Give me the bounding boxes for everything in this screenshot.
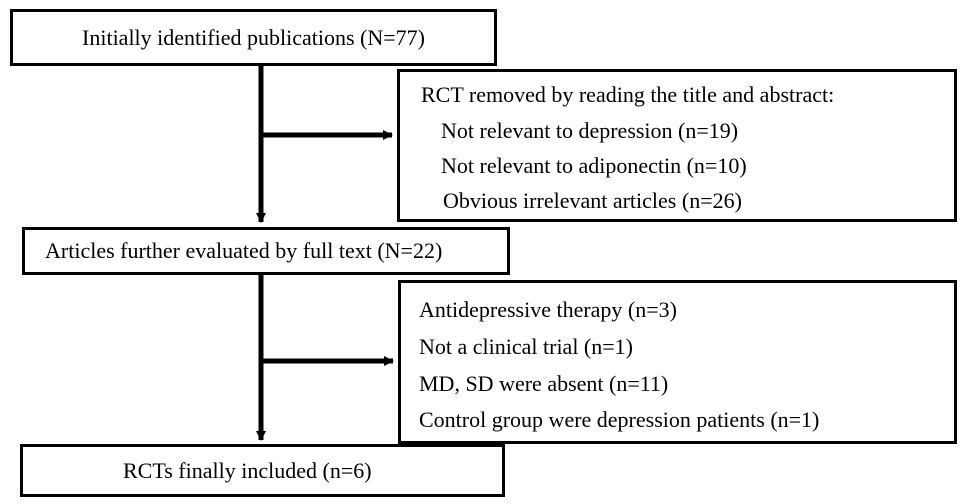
excluded-box: Antidepressive therapy (n=3) Not a clini…: [398, 280, 957, 444]
full-text-label: Articles further evaluated by full text …: [45, 238, 443, 263]
removed-item: Not relevant to adiponectin (n=10): [441, 153, 747, 178]
excluded-item: MD, SD were absent (n=11): [419, 371, 669, 396]
excluded-item: Not a clinical trial (n=1): [419, 334, 633, 359]
included-label: RCTs finally included (n=6): [123, 457, 372, 483]
full-text-box: Articles further evaluated by full text …: [22, 227, 510, 275]
removed-box: RCT removed by reading the title and abs…: [397, 69, 957, 222]
excluded-item: Antidepressive therapy (n=3): [419, 297, 677, 322]
removed-item: Not relevant to depression (n=19): [441, 118, 739, 143]
removed-item: Obvious irrelevant articles (n=26): [443, 188, 742, 213]
identified-label: Initially identified publications (N=77): [82, 24, 425, 50]
excluded-item: Control group were depression patients (…: [419, 407, 820, 432]
identified-box: Initially identified publications (N=77): [10, 9, 497, 66]
removed-heading: RCT removed by reading the title and abs…: [421, 82, 835, 107]
included-box: RCTs finally included (n=6): [20, 444, 505, 497]
